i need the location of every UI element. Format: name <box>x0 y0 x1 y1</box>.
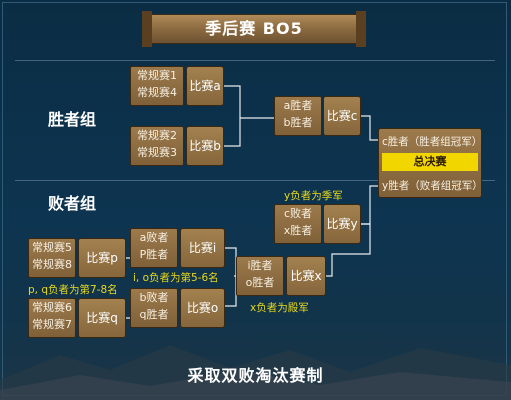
seed-regular-5: 常规赛5 <box>32 241 72 254</box>
q-winner: q胜者 <box>139 308 169 321</box>
final-bottom-seed: y胜者（败者组冠军） <box>382 180 483 192</box>
x-winner: x胜者 <box>283 224 313 237</box>
seed-regular-2: 常规赛2 <box>137 129 177 142</box>
divider-middle <box>15 180 495 181</box>
seed-pair-p: 常规赛5 常规赛8 <box>28 238 76 278</box>
background-hills <box>0 345 511 400</box>
final-label[interactable]: 总决赛 <box>382 153 478 171</box>
o-winner: o胜者 <box>245 276 275 289</box>
match-x[interactable]: 比赛x <box>286 256 326 296</box>
losers-round-o-seeds: b败者 q胜者 <box>130 288 178 328</box>
seed-regular-7: 常规赛7 <box>32 318 72 331</box>
losers-final-seeds: c败者 x胜者 <box>274 204 322 244</box>
grand-final: c胜者（胜者组冠军） 总决赛 y胜者（败者组冠军） <box>378 128 483 198</box>
match-y[interactable]: 比赛y <box>323 204 361 244</box>
winners-semifinal-seeds: a胜者 b胜者 <box>274 96 322 136</box>
a-loser: a败者 <box>139 231 169 244</box>
match-b[interactable]: 比赛b <box>186 126 224 166</box>
note-y-loser: y负者为季军 <box>284 190 343 202</box>
note-pq-loser: p, q负者为第7-8名 <box>28 284 118 296</box>
seed-pair-q: 常规赛6 常规赛7 <box>28 298 76 338</box>
seed-regular-6: 常规赛6 <box>32 301 72 314</box>
losers-round-i-seeds: a败者 P胜者 <box>130 228 178 268</box>
seed-regular-1: 常规赛1 <box>137 69 177 82</box>
b-winner: b胜者 <box>283 116 313 129</box>
note-x-loser: x负者为殿军 <box>250 302 309 314</box>
note-io-loser: i, o负者为第5-6名 <box>133 272 219 284</box>
divider-top <box>15 60 495 61</box>
seed-regular-3: 常规赛3 <box>137 146 177 159</box>
final-top-seed: c胜者（胜者组冠军） <box>382 136 483 148</box>
match-q[interactable]: 比赛q <box>78 298 126 338</box>
seed-regular-8: 常规赛8 <box>32 258 72 271</box>
b-loser: b败者 <box>139 291 169 304</box>
i-winner: i胜者 <box>247 259 273 272</box>
seed-pair-b: 常规赛2 常规赛3 <box>130 126 184 166</box>
losers-round-x-seeds: i胜者 o胜者 <box>236 256 284 296</box>
seed-pair-a: 常规赛1 常规赛4 <box>130 66 184 106</box>
match-c[interactable]: 比赛c <box>323 96 361 136</box>
match-p[interactable]: 比赛p <box>78 238 126 278</box>
footer-caption: 采取双败淘汰赛制 <box>187 366 324 385</box>
seed-regular-4: 常规赛4 <box>137 86 177 99</box>
match-a[interactable]: 比赛a <box>186 66 224 106</box>
match-i[interactable]: 比赛i <box>180 228 225 268</box>
match-o[interactable]: 比赛o <box>180 288 225 328</box>
c-loser: c败者 <box>283 207 313 220</box>
a-winner: a胜者 <box>283 99 313 112</box>
p-winner: P胜者 <box>139 248 169 261</box>
group-winners-label: 胜者组 <box>48 110 97 129</box>
page-title: 季后赛 BO5 <box>142 11 366 47</box>
group-losers-label: 败者组 <box>48 194 97 213</box>
